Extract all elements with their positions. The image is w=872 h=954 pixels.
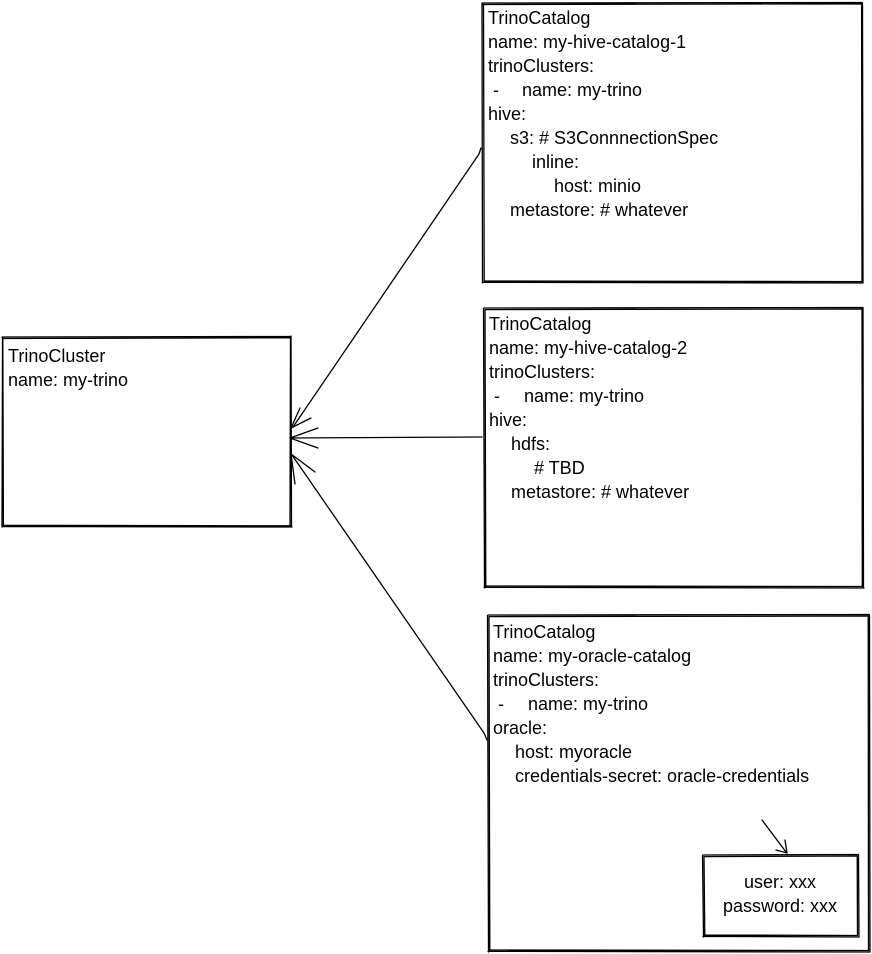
secret-box[interactable]: user: xxx password: xxx [701, 853, 860, 938]
catalog-1-metastore: metastore: # whatever [510, 200, 688, 220]
catalog-1-s3-key: s3: # S3ConnnectionSpec [510, 128, 718, 148]
catalog-1-box-border [481, 1, 864, 284]
secret-reference-arrow [761, 819, 788, 854]
catalog-1-cluster-ref: name: my-trino [522, 80, 642, 100]
trino-catalog-box-1[interactable]: TrinoCatalog name: my-hive-catalog-1 tri… [481, 1, 864, 284]
catalog-2-hive-key: hive: [489, 410, 527, 430]
trino-catalog-box-3[interactable]: TrinoCatalog name: my-oracle-catalog tri… [486, 613, 871, 953]
cluster-kind: TrinoCluster [8, 346, 105, 366]
catalog-2-trino-clusters-key: trinoClusters: [489, 362, 595, 382]
catalog-2-metastore: metastore: # whatever [511, 482, 689, 502]
catalog-1-inline-key: inline: [532, 152, 579, 172]
catalog-2-name: name: my-hive-catalog-2 [489, 338, 687, 358]
trino-catalog-box-2[interactable]: TrinoCatalog name: my-hive-catalog-2 tri… [482, 306, 865, 589]
catalog-2-box-border [482, 306, 865, 589]
catalog-1-hive-key: hive: [488, 104, 526, 124]
trino-cluster-box-border [1, 335, 293, 528]
arrow-catalog-3-to-cluster [290, 453, 488, 741]
catalog-1-host: host: minio [554, 176, 641, 196]
catalog-1-trino-clusters-key: trinoClusters: [488, 56, 594, 76]
catalog-1-kind: TrinoCatalog [488, 8, 590, 28]
catalog-3-host: host: myoracle [515, 742, 632, 762]
arrow-catalog-1-to-cluster [290, 147, 482, 429]
catalog-2-cluster-ref: name: my-trino [524, 386, 644, 406]
secret-box-border [701, 853, 860, 938]
catalog-3-kind: TrinoCatalog [493, 622, 595, 642]
catalog-3-credentials-secret: credentials-secret: oracle-credentials [515, 766, 809, 786]
catalog-3-name: name: my-oracle-catalog [493, 646, 691, 666]
secret-password: password: xxx [723, 896, 837, 916]
catalog-2-list-dash: - [494, 386, 500, 406]
catalog-3-trino-clusters-key: trinoClusters: [493, 670, 599, 690]
catalog-2-kind: TrinoCatalog [489, 314, 591, 334]
catalog-3-box-border [486, 613, 871, 953]
catalog-3-oracle-key: oracle: [493, 718, 547, 738]
cluster-name: name: my-trino [8, 370, 128, 390]
catalog-2-hdfs-key: hdfs: [511, 434, 550, 454]
catalog-1-name: name: my-hive-catalog-1 [488, 32, 686, 52]
catalog-3-list-dash: - [498, 694, 504, 714]
catalog-3-cluster-ref: name: my-trino [528, 694, 648, 714]
catalog-1-list-dash: - [493, 80, 499, 100]
secret-user: user: xxx [744, 872, 816, 892]
trino-cluster-box[interactable]: TrinoCluster name: my-trino [1, 335, 293, 528]
arrow-catalog-2-to-cluster [289, 427, 483, 449]
catalog-2-hdfs-comment: # TBD [534, 458, 585, 478]
